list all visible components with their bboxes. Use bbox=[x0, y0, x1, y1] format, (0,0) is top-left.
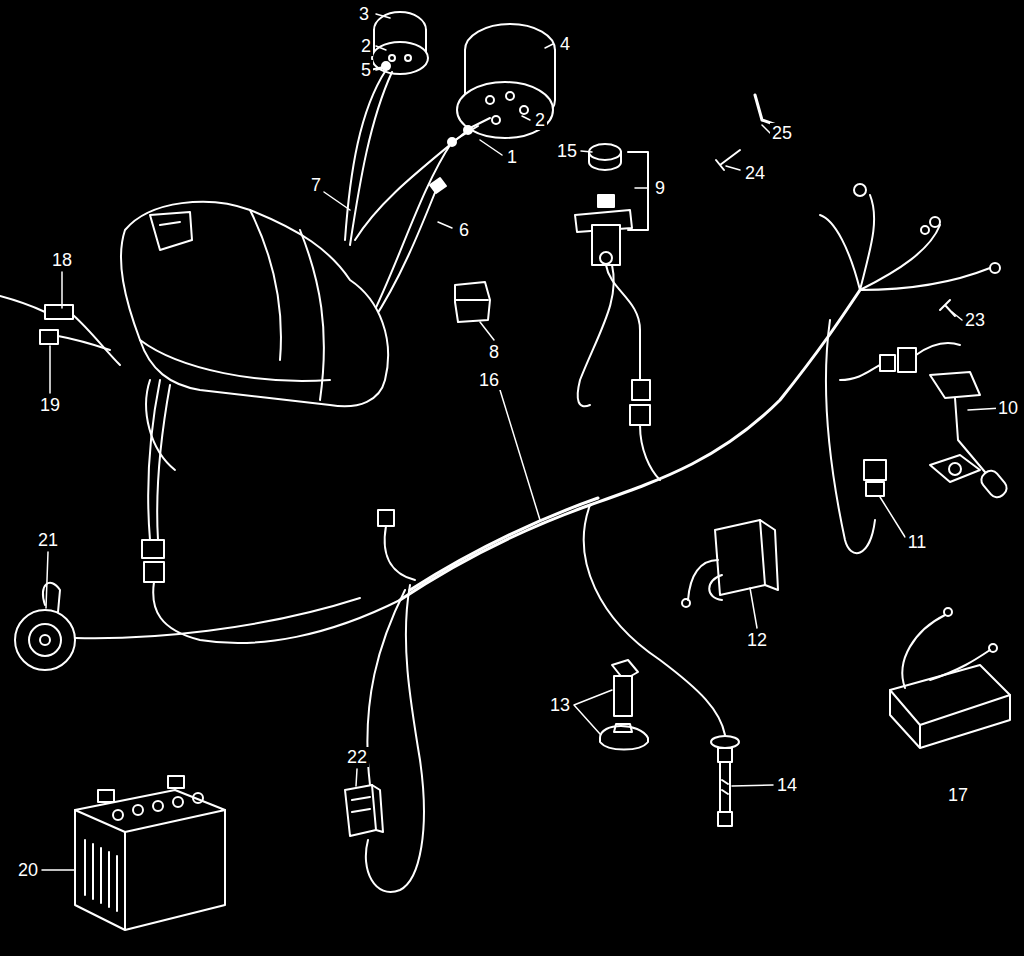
callout-number: 10 bbox=[996, 398, 1020, 418]
ignition-switch bbox=[575, 144, 660, 480]
callout-number: 15 bbox=[555, 141, 579, 161]
callout-number: 18 bbox=[50, 250, 74, 270]
fuel-sender bbox=[840, 300, 1010, 501]
small-gauge bbox=[370, 12, 428, 74]
callout-number: 17 bbox=[946, 785, 970, 805]
callout-number: 4 bbox=[558, 34, 572, 54]
relay bbox=[455, 282, 490, 322]
callout-number: 8 bbox=[487, 342, 501, 362]
large-gauge bbox=[448, 24, 555, 146]
callout-number: 25 bbox=[770, 123, 794, 143]
callout-number: 2 bbox=[359, 36, 373, 56]
relay bbox=[864, 460, 886, 480]
cdi-unit bbox=[890, 608, 1010, 748]
spark-plug-cap bbox=[600, 660, 648, 750]
callout-number: 16 bbox=[477, 370, 501, 390]
callout-number: 23 bbox=[963, 310, 987, 330]
horn bbox=[15, 583, 360, 670]
temperature-sender bbox=[711, 736, 739, 826]
callout-number: 11 bbox=[906, 532, 929, 552]
leader-line bbox=[42, 14, 1002, 870]
callout-number: 21 bbox=[36, 530, 60, 550]
regulator bbox=[345, 785, 383, 836]
callout-number: 12 bbox=[745, 630, 769, 650]
battery bbox=[75, 776, 225, 930]
callout-number: 2 bbox=[533, 110, 547, 130]
main-harness bbox=[400, 290, 860, 600]
callout-number: 19 bbox=[38, 395, 62, 415]
callout-number: 14 bbox=[775, 775, 799, 795]
callout-number: 13 bbox=[548, 695, 572, 715]
headlight-housing bbox=[121, 202, 388, 470]
callout-number: 3 bbox=[357, 4, 371, 24]
callout-number: 20 bbox=[16, 860, 40, 880]
callout-number: 9 bbox=[653, 178, 667, 198]
switch-connector bbox=[0, 296, 120, 365]
callout-number: 6 bbox=[457, 220, 471, 240]
ignition-coil bbox=[682, 520, 778, 607]
callout-number: 22 bbox=[345, 747, 369, 767]
callout-number: 24 bbox=[743, 163, 767, 183]
bracket bbox=[628, 152, 648, 230]
callout-number: 1 bbox=[505, 147, 519, 167]
callout-number: 5 bbox=[359, 60, 373, 80]
screw bbox=[716, 150, 740, 170]
callout-number: 7 bbox=[309, 175, 323, 195]
